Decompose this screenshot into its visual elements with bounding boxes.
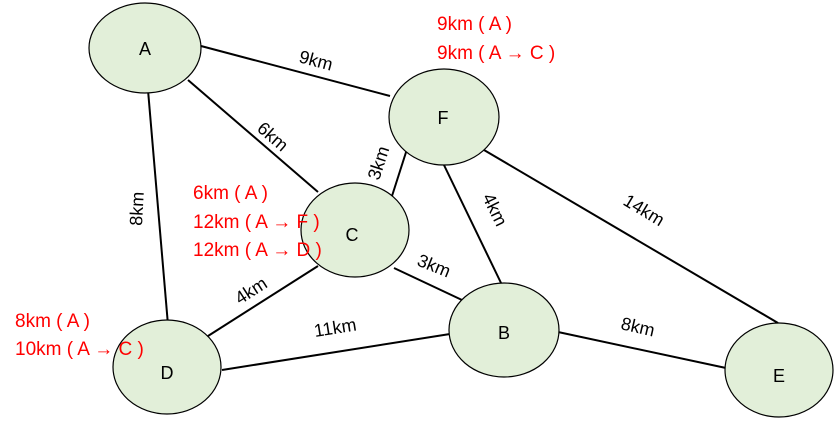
edge-label-a-d: 8km (126, 191, 148, 226)
node-c-label: C (346, 225, 359, 245)
annotation-f-line-1: 9km ( A ) (437, 14, 512, 35)
node-a: A (88, 2, 202, 94)
annotation-c-line-1: 6km ( A ) (193, 183, 268, 204)
node-e-label: E (773, 366, 785, 386)
node-c-circle (300, 182, 410, 278)
edge-label-f-e: 14km (620, 190, 668, 230)
node-d-circle (112, 319, 222, 415)
edge-label-d-b: 11km (312, 315, 357, 341)
edge-label-c-b: 3km (415, 250, 454, 281)
node-a-label: A (139, 39, 151, 59)
annotation-f: 9km ( A ) 9km ( A → C ) (437, 14, 555, 64)
edge-label-f-b: 4km (478, 190, 511, 229)
node-b-circle (448, 282, 560, 378)
edge-label-c-f: 3km (364, 144, 394, 183)
annotation-c: 6km ( A ) 12km ( A → F ) 12km ( A → D ) (193, 183, 322, 261)
edge-b-e (557, 331, 727, 369)
edge-f-b (442, 162, 503, 286)
annotation-f-line-2: 9km ( A → C ) (437, 43, 555, 64)
node-d-label: D (161, 363, 174, 383)
node-e-circle (724, 322, 834, 418)
edge-d-b (221, 333, 451, 371)
annotation-d: 8km ( A ) 10km ( A → C ) (15, 311, 144, 360)
edge-label-a-c: 6km (253, 118, 292, 155)
node-f: F (388, 68, 500, 166)
edge-c-d (207, 265, 319, 337)
edges (147, 45, 779, 371)
edge-c-b (393, 267, 463, 301)
edge-a-c (187, 79, 319, 193)
edge-c-f (391, 145, 409, 197)
node-f-label: F (438, 108, 449, 128)
node-b: B (448, 282, 560, 378)
node-f-circle (388, 68, 500, 166)
edge-label-b-e: 8km (619, 313, 657, 340)
annotation-d-line-2: 10km ( A → C ) (15, 339, 144, 360)
edge-label-c-d: 4km (231, 273, 270, 308)
edge-f-e (483, 149, 779, 324)
node-a-circle (88, 2, 202, 94)
annotation-d-line-1: 8km ( A ) (15, 311, 90, 332)
node-b-label: B (498, 323, 510, 343)
node-e: E (724, 322, 834, 418)
annotation-c-line-2: 12km ( A → F ) (193, 212, 320, 233)
edge-a-f (200, 45, 391, 97)
annotation-c-line-3: 12km ( A → D ) (193, 240, 322, 261)
edge-label-a-f: 9km (297, 47, 335, 75)
node-c: C (300, 182, 410, 278)
edge-a-d (147, 89, 169, 326)
node-d: D (112, 319, 222, 415)
